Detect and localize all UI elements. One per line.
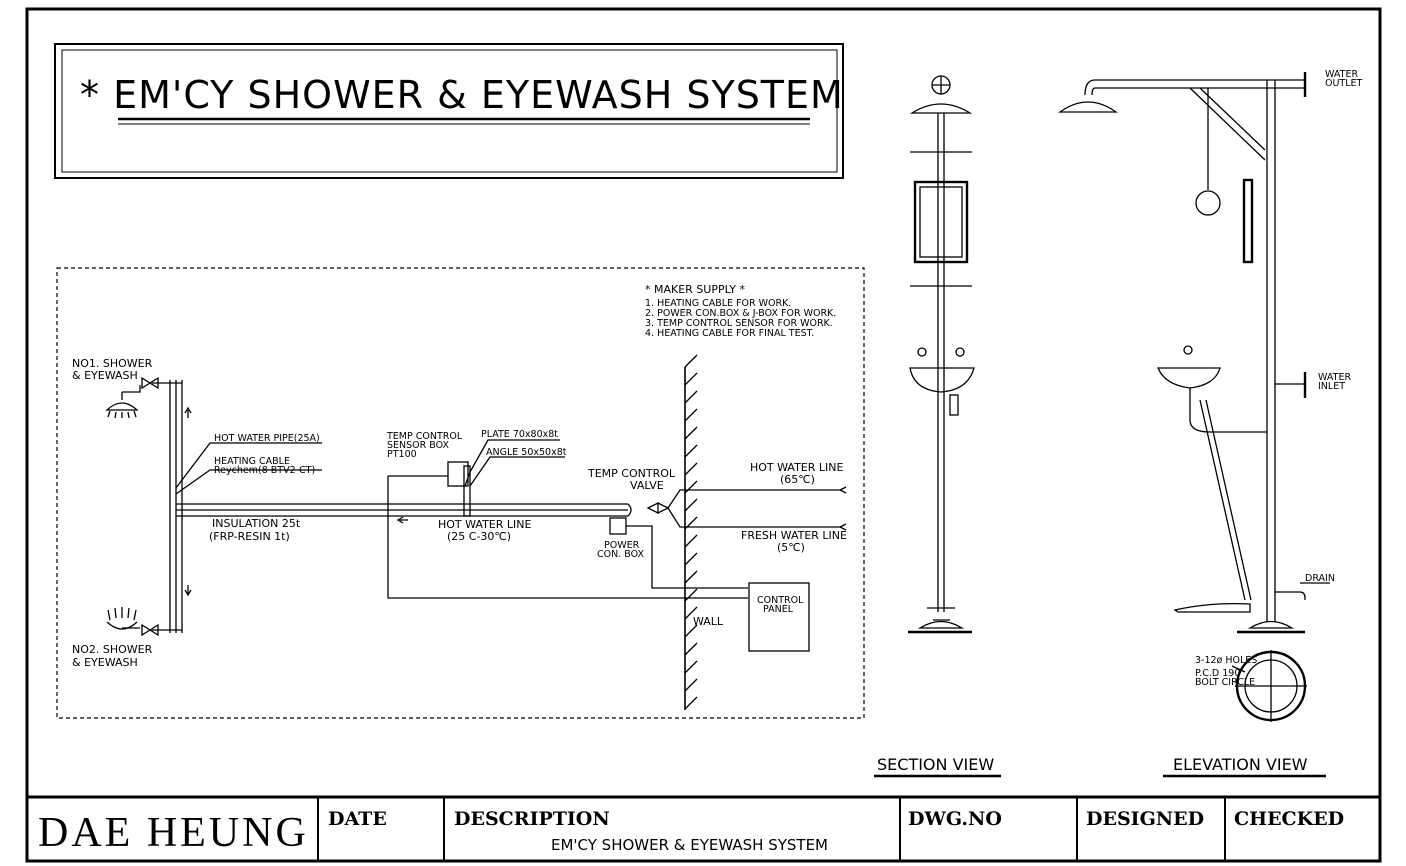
- maker-supply-heading: * MAKER SUPPLY *: [645, 283, 745, 296]
- label: CON. BOX: [597, 549, 644, 560]
- title-frame: * EM'CY SHOWER & EYEWASH SYSTEM: [54, 43, 844, 179]
- drawing-title: * EM'CY SHOWER & EYEWASH SYSTEM: [80, 73, 844, 117]
- label: PANEL: [763, 604, 794, 615]
- title-block: DAE HEUNG DATE DESCRIPTION EM'CY SHOWER …: [27, 795, 1380, 861]
- designed-label: DESIGNED: [1086, 808, 1204, 830]
- schematic-frame: [56, 267, 865, 719]
- label: Reychem(8 BTV2-CT): [214, 465, 315, 476]
- checked-label: CHECKED: [1234, 808, 1344, 830]
- label: WALL: [693, 615, 724, 628]
- label: 3-12ø HOLES: [1195, 655, 1257, 666]
- label: HEATING CABLE: [214, 456, 290, 467]
- label: (65℃): [780, 473, 815, 486]
- schematic-piping: [105, 354, 847, 710]
- maker-supply-item: 3. TEMP CONTROL SENSOR FOR WORK.: [645, 318, 833, 329]
- label: P.C.D 190: [1195, 668, 1240, 679]
- label: NO2. SHOWER: [72, 643, 153, 656]
- sheet-border: [25, 7, 1382, 863]
- date-label: DATE: [328, 808, 387, 830]
- label: TEMP CONTROL: [386, 431, 463, 442]
- label: OUTLET: [1325, 78, 1363, 89]
- label: (FRP-RESIN 1t): [209, 530, 290, 543]
- elevation-labels: WATER OUTLET WATER INLET DRAIN 3-12ø HOL…: [1195, 69, 1363, 688]
- label: FRESH WATER LINE: [741, 529, 847, 542]
- maker-supply-notes: * MAKER SUPPLY * 1. HEATING CABLE FOR WO…: [645, 283, 836, 339]
- label: INSULATION 25t: [212, 517, 301, 530]
- label: SENSOR BOX: [387, 440, 449, 451]
- label: HOT WATER LINE: [750, 461, 844, 474]
- label: CONTROL: [757, 595, 804, 606]
- description-value: EM'CY SHOWER & EYEWASH SYSTEM: [551, 836, 828, 854]
- maker-supply-item: 1. HEATING CABLE FOR WORK.: [645, 298, 791, 309]
- label: BOLT CIRCLE: [1195, 677, 1255, 688]
- label: VALVE: [630, 479, 664, 492]
- schematic-labels: NO1. SHOWER & EYEWASH NO2. SHOWER & EYEW…: [72, 357, 847, 669]
- label: & EYEWASH: [72, 656, 138, 669]
- elevation-view-title: ELEVATION VIEW: [1173, 755, 1308, 774]
- dwg-no-label: DWG.NO: [908, 808, 1002, 830]
- label: TEMP CONTROL: [587, 467, 676, 480]
- maker-supply-item: 2. POWER CON.BOX & J-BOX FOR WORK.: [645, 308, 836, 319]
- label: ANGLE 50x50x8t: [486, 447, 567, 458]
- section-view-title: SECTION VIEW: [877, 755, 994, 774]
- label: DRAIN: [1305, 573, 1335, 584]
- section-view-drawing: [908, 75, 975, 634]
- label: HOT WATER PIPE(25A): [214, 433, 320, 444]
- label: INLET: [1318, 381, 1345, 392]
- label: POWER: [604, 540, 640, 551]
- description-label: DESCRIPTION: [454, 808, 610, 830]
- label: (25 C-30℃): [447, 530, 511, 543]
- label: WATER: [1325, 69, 1358, 80]
- maker-supply-item: 4. HEATING CABLE FOR FINAL TEST.: [645, 328, 814, 339]
- label: & EYEWASH: [72, 369, 138, 382]
- label: WATER: [1318, 372, 1351, 383]
- label: PT100: [387, 449, 417, 460]
- label: NO1. SHOWER: [72, 357, 153, 370]
- label: PLATE 70x80x8t: [481, 429, 558, 440]
- company-name: DAE HEUNG: [38, 810, 309, 856]
- elevation-view-drawing: [1057, 72, 1330, 722]
- label: HOT WATER LINE: [438, 518, 532, 531]
- label: (5℃): [777, 541, 805, 554]
